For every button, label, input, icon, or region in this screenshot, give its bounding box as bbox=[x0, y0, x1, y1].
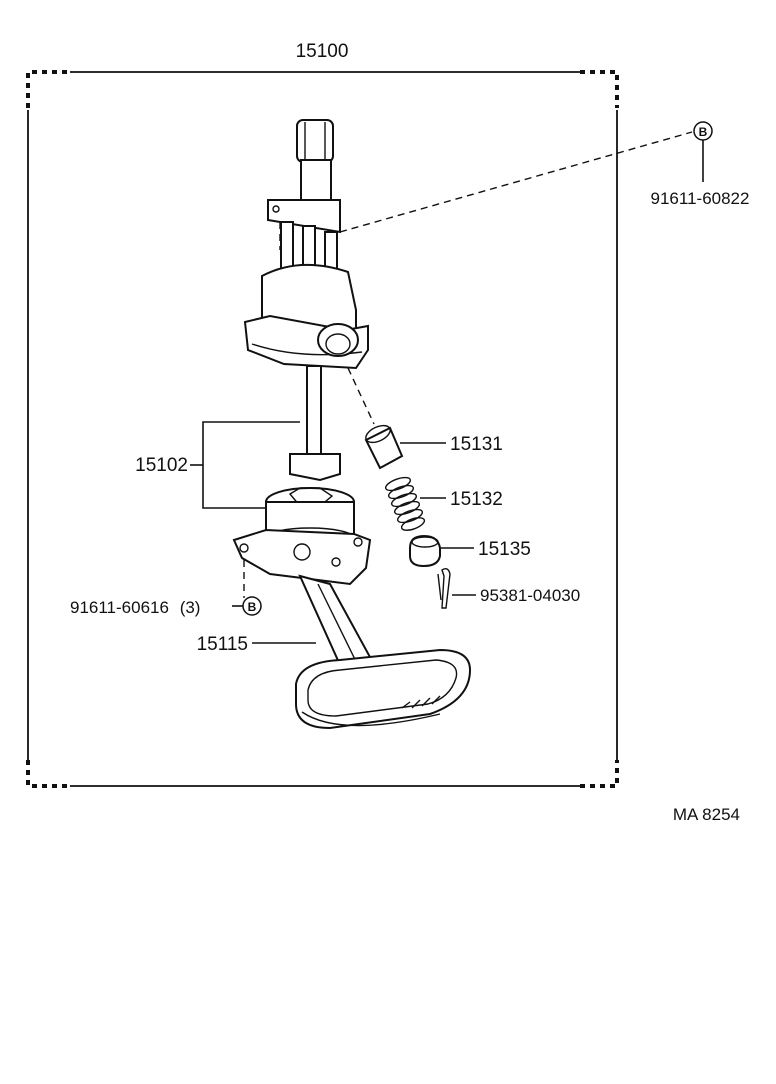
bolt-top-callout: B 91611-60822 bbox=[339, 121, 750, 233]
relief-valve-label: 15131 bbox=[450, 434, 503, 455]
cotter-pin-label: 95381-04030 bbox=[480, 586, 580, 605]
relief-valve-callout: 15131 bbox=[347, 367, 503, 470]
bolt-bottom-quantity: (3) bbox=[180, 598, 201, 617]
spring-retainer-callout: 15135 bbox=[409, 534, 531, 568]
badge-b-icon bbox=[242, 596, 262, 616]
spring-retainer-label: 15135 bbox=[478, 539, 531, 560]
cotter-pin-callout: 95381-04030 bbox=[437, 567, 580, 609]
relief-spring-label: 15132 bbox=[450, 489, 503, 510]
drive-shaft-label: 15102 bbox=[135, 455, 188, 476]
strainer-label: 15115 bbox=[197, 634, 248, 655]
oil-pump-body bbox=[243, 119, 369, 482]
bolt-bottom-label: 91611-60616 (3) bbox=[70, 598, 200, 617]
bolt-bottom-callout: B 91611-60616 (3) bbox=[70, 560, 262, 617]
figure-code: MA 8254 bbox=[673, 805, 740, 824]
badge-b-bottom: B bbox=[248, 600, 257, 614]
assembly-frame bbox=[26, 70, 619, 788]
assembly-part-number: 15100 bbox=[296, 41, 349, 62]
relief-spring-callout: 15132 bbox=[384, 476, 503, 531]
strainer-callout: 15115 bbox=[197, 634, 316, 655]
bolt-bottom-part-number: 91611-60616 bbox=[70, 598, 169, 617]
oil-strainer bbox=[295, 574, 472, 730]
badge-b-top: B bbox=[699, 125, 708, 139]
pump-cover bbox=[232, 487, 372, 586]
drive-shaft-callout: 15102 bbox=[135, 421, 300, 509]
bolt-top-label: 91611-60822 bbox=[651, 189, 750, 208]
